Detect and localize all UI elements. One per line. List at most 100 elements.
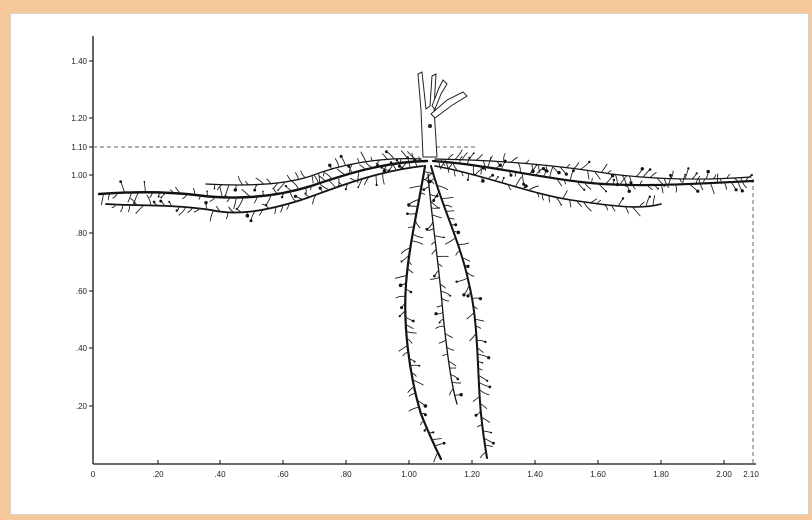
rootlet bbox=[476, 154, 482, 160]
rootlet bbox=[144, 182, 145, 192]
rootlet-tip bbox=[285, 185, 287, 187]
rootlet bbox=[134, 192, 138, 203]
rootlet-tip bbox=[398, 165, 401, 168]
rootlet-tip bbox=[294, 195, 297, 198]
rootlet bbox=[386, 152, 394, 159]
y-tick-label: .40 bbox=[76, 344, 88, 353]
rootlet-tip bbox=[225, 195, 227, 197]
rootlet-tip bbox=[236, 208, 238, 210]
rootlet bbox=[522, 173, 524, 184]
rootlet bbox=[456, 251, 460, 255]
rootlet-tip bbox=[406, 212, 409, 215]
rootlet bbox=[441, 291, 450, 296]
rootlet-tip bbox=[524, 184, 528, 188]
rootlet bbox=[428, 229, 434, 231]
rootlet-tip bbox=[557, 171, 560, 174]
rootlet-tip bbox=[491, 174, 494, 177]
rootlet-tip bbox=[424, 429, 426, 431]
figure-frame: 1.40 1.20 1.10 1.00 .80 .60 .40 .20 0 .2… bbox=[10, 13, 809, 515]
rootlet bbox=[581, 162, 590, 169]
rootlet bbox=[668, 175, 670, 184]
rootlet-tip bbox=[481, 179, 485, 183]
rootlet bbox=[401, 151, 408, 159]
rootlet-tip bbox=[628, 190, 631, 193]
rootlet-tip bbox=[455, 281, 457, 283]
rootlet-tip bbox=[649, 168, 652, 171]
rootlet bbox=[179, 207, 186, 215]
rootlet bbox=[550, 166, 553, 177]
rootlet-tip bbox=[418, 365, 420, 367]
rootlet bbox=[210, 211, 213, 222]
rootlet-tip bbox=[390, 161, 393, 164]
rootlet bbox=[713, 175, 716, 179]
rootlet-tip bbox=[561, 204, 563, 206]
rootlet bbox=[632, 207, 640, 216]
rootlet-tip bbox=[449, 295, 451, 297]
rootlet-tip bbox=[546, 170, 549, 173]
x-tick-label: .80 bbox=[340, 470, 352, 479]
rootlet-tip bbox=[433, 275, 436, 278]
rootlet bbox=[131, 199, 137, 206]
rootlet bbox=[591, 199, 597, 203]
rootlet bbox=[121, 182, 125, 193]
rootlet-tip bbox=[503, 177, 505, 179]
rootlet bbox=[371, 157, 373, 161]
rootlet-tip bbox=[497, 176, 499, 178]
rootlet bbox=[447, 347, 454, 350]
plant-stem bbox=[418, 72, 467, 157]
rootlet bbox=[441, 197, 453, 198]
rootlet bbox=[442, 298, 449, 301]
rootlet-tip bbox=[572, 169, 575, 172]
rootlet bbox=[574, 163, 579, 169]
rootlet bbox=[646, 197, 650, 207]
x-tick-labels: 0 .20 .40 .60 .80 1.00 1.20 1.40 1.60 1.… bbox=[91, 470, 760, 479]
rootlet bbox=[675, 185, 676, 193]
rootlet-tip bbox=[338, 185, 340, 187]
rootlet bbox=[478, 354, 489, 357]
rootlet bbox=[383, 173, 385, 184]
rootlet bbox=[529, 186, 539, 191]
y-tick-labels: 1.40 1.20 1.10 1.00 .80 .60 .40 .20 bbox=[71, 57, 87, 411]
rootlet-tip bbox=[741, 189, 744, 192]
rootlet bbox=[301, 171, 306, 178]
rootlet bbox=[625, 207, 628, 214]
rootlet-tip bbox=[281, 196, 283, 198]
rootlet-tip bbox=[443, 442, 446, 445]
x-tick-label: 0 bbox=[91, 470, 96, 479]
fine-rootlets bbox=[101, 150, 753, 462]
rootlet bbox=[366, 162, 373, 168]
rootlet-tip bbox=[482, 362, 484, 364]
x-tick-label: .20 bbox=[152, 470, 164, 479]
rootlet bbox=[256, 178, 264, 184]
rootlet-tip bbox=[414, 361, 416, 363]
rootlet-tip bbox=[684, 174, 686, 176]
rootlet-tip bbox=[340, 155, 343, 158]
rootlet-tip bbox=[414, 159, 416, 161]
rootlet bbox=[341, 156, 345, 165]
rootlet-tip bbox=[499, 164, 502, 167]
rootlet bbox=[452, 382, 461, 383]
x-tick-label: 1.60 bbox=[590, 470, 606, 479]
rootlet bbox=[274, 188, 278, 194]
rootlet-tip bbox=[204, 201, 207, 204]
rootlet-tip bbox=[423, 188, 426, 191]
rootlet bbox=[515, 177, 521, 187]
rootlet bbox=[136, 205, 144, 213]
rootlet-tip bbox=[486, 380, 488, 382]
rootlet bbox=[101, 194, 103, 205]
rootlet-tip bbox=[669, 174, 672, 177]
rootlet bbox=[479, 382, 490, 387]
rootlet-tip bbox=[613, 179, 615, 181]
rootlet-tip bbox=[253, 189, 256, 192]
y-tick-label: 1.40 bbox=[71, 57, 87, 66]
rootlet bbox=[467, 312, 474, 319]
rootlet bbox=[421, 420, 424, 424]
rootlet bbox=[292, 181, 299, 189]
rootlet-tip bbox=[454, 223, 457, 226]
rootlet bbox=[430, 277, 439, 279]
rootlet bbox=[305, 193, 310, 197]
rootlet-tip bbox=[424, 413, 427, 416]
rootlet bbox=[415, 220, 420, 228]
rootlet bbox=[396, 296, 406, 298]
rootlet bbox=[469, 153, 474, 160]
